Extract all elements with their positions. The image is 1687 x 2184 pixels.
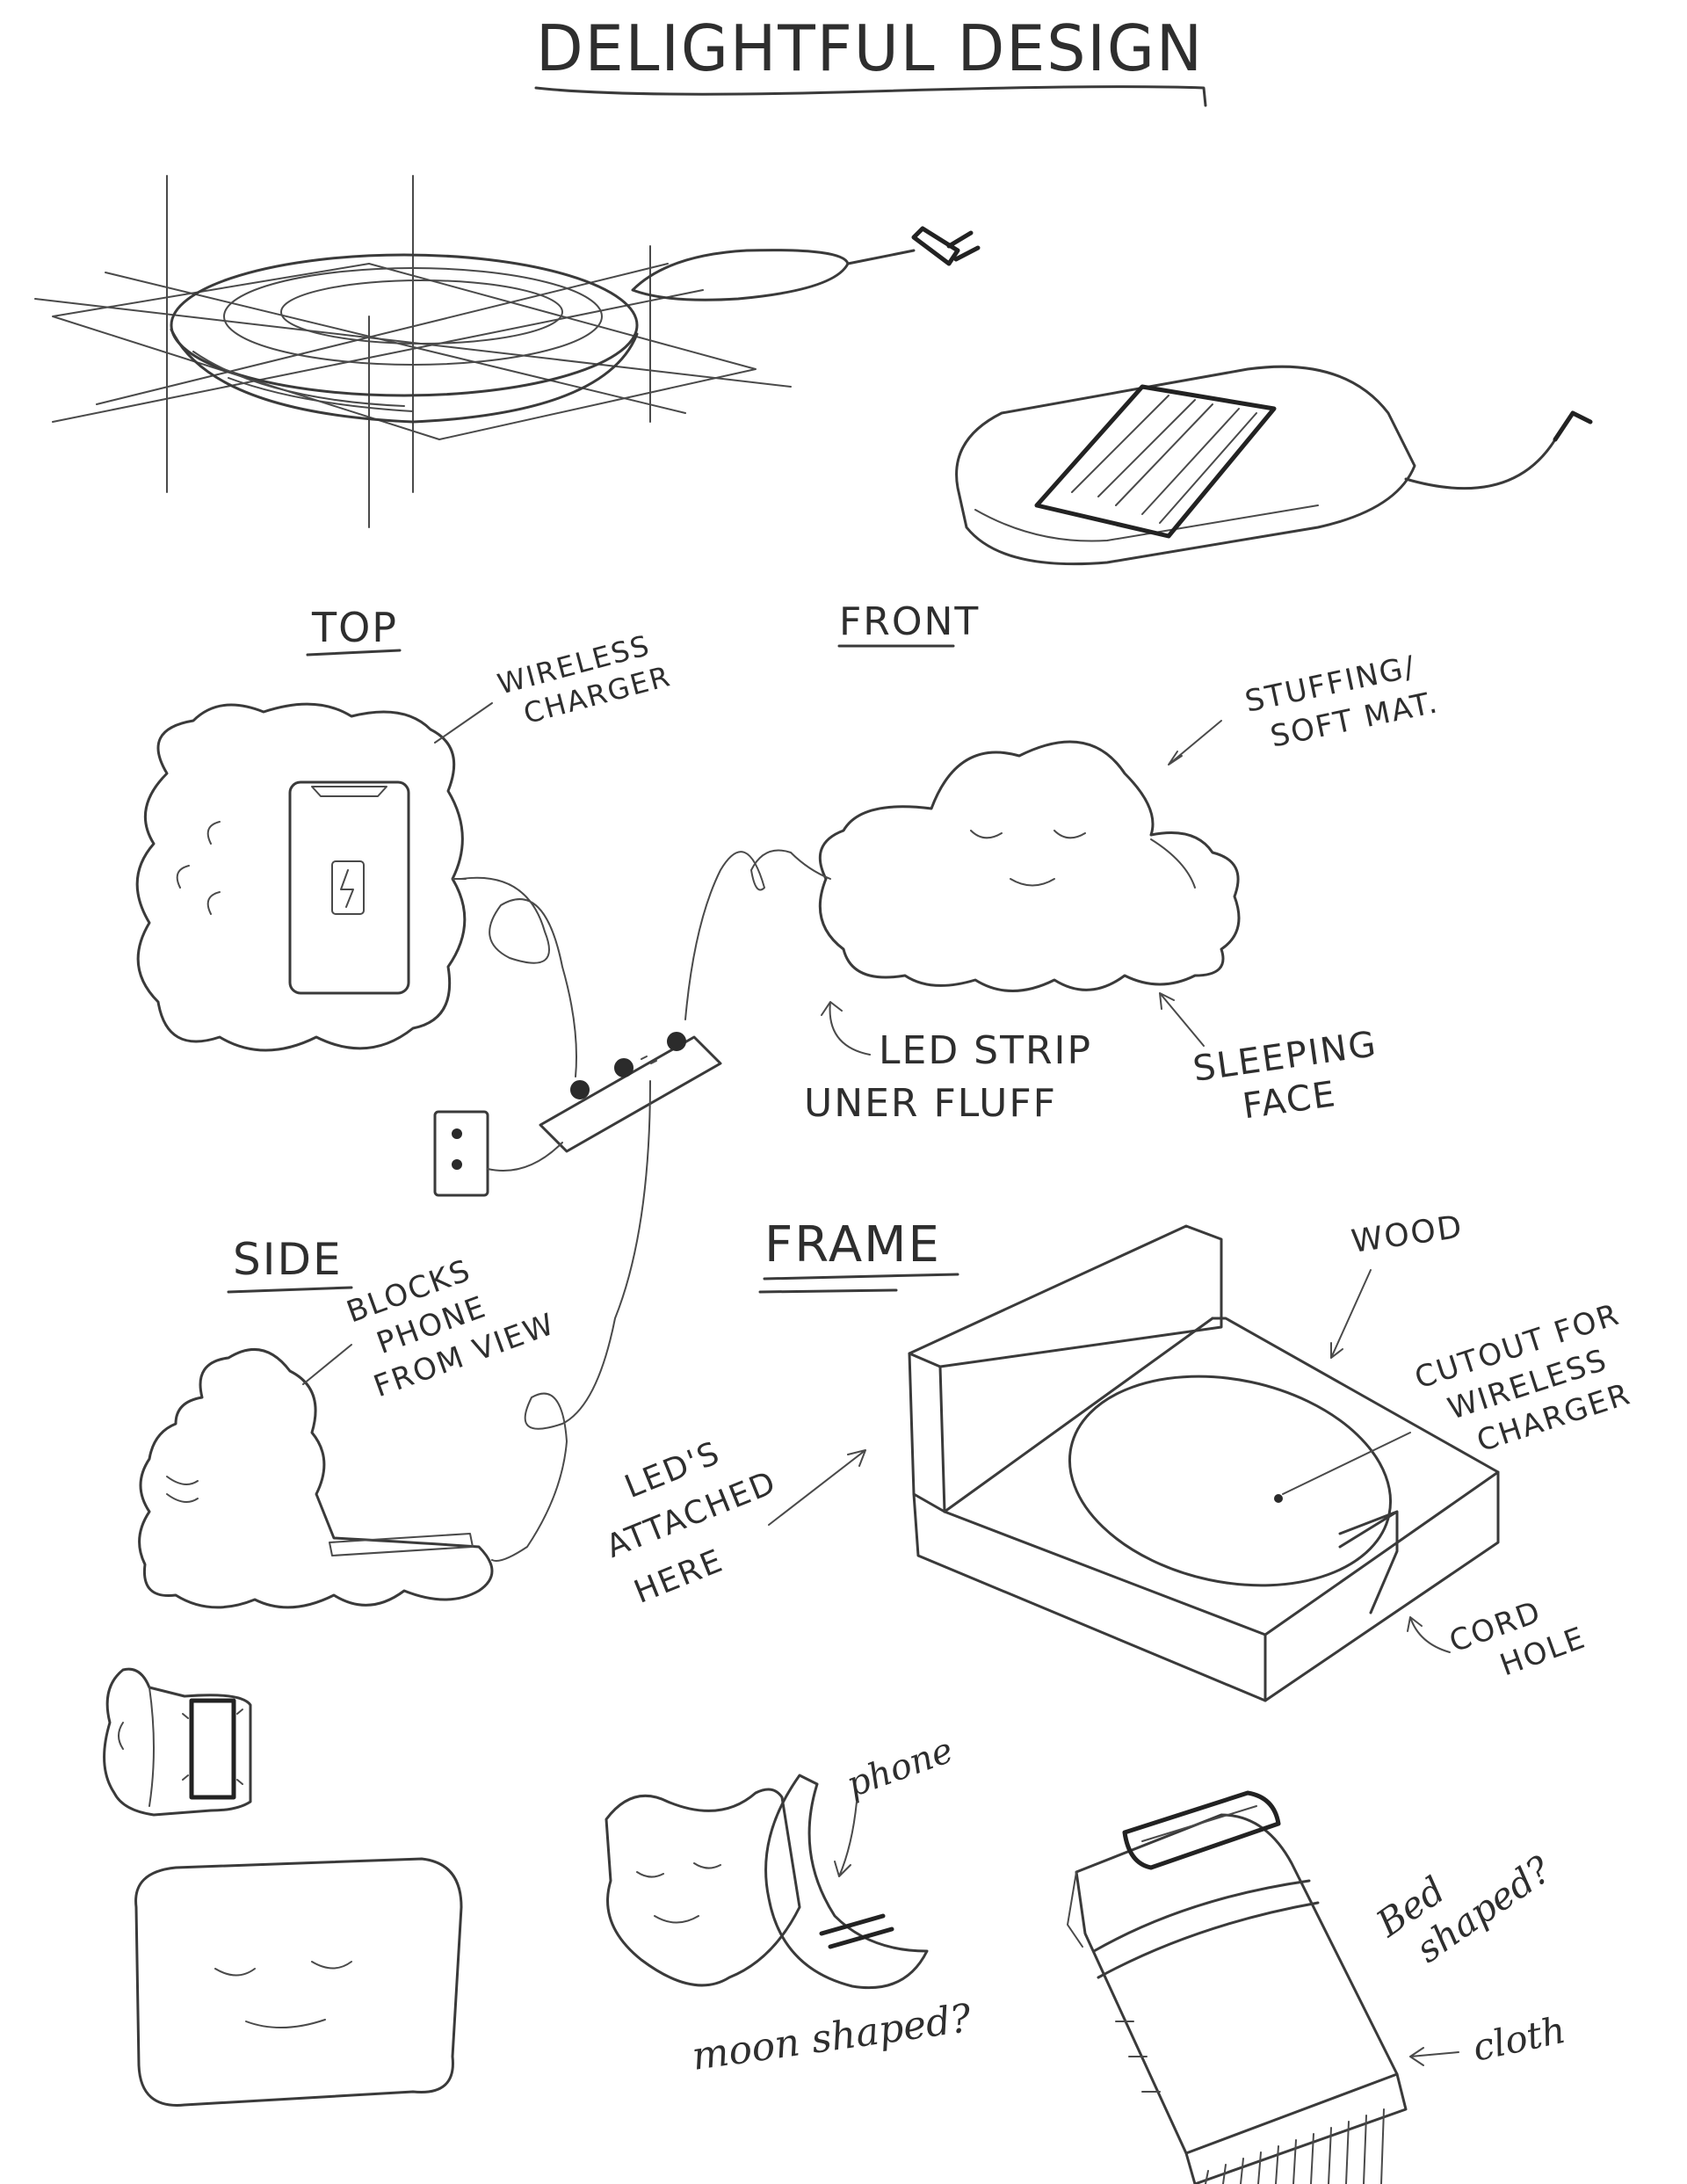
annotation-cord-hole: CORD HOLE [1444, 1583, 1590, 1697]
annotation-phone: phone [842, 1730, 959, 1805]
power-strip-wiring [433, 849, 831, 1562]
annotation-stuffing: STUFFING/ SOFT MAT. [1242, 646, 1442, 758]
annotation-leds-attached: LED'S ATTACHED HERE [583, 1415, 813, 1614]
front-view-cloud [818, 740, 1241, 992]
annotation-wireless-charger: WIRELESS CHARGER [494, 625, 674, 735]
bed-sketch [1067, 1790, 1408, 2184]
pillow-phone-sketch [955, 365, 1593, 566]
annotation-bed-shaped: Bed shaped? [1368, 1811, 1560, 1982]
label-front: FRONT [839, 599, 980, 644]
perspective-pad-sketch [34, 175, 981, 528]
annotation-sleeping-face: SLEEPING FACE [1191, 1022, 1399, 1133]
label-top: TOP [311, 604, 398, 651]
annotation-cloth: cloth [1469, 2008, 1569, 2070]
annotation-led-strip: LED STRIP UNER FLUFF [804, 1028, 1106, 1126]
page-title: DELIGHTFUL DESIGN [536, 11, 1204, 85]
moon-sketch [605, 1774, 929, 1990]
annotation-wood: WOOD [1350, 1208, 1466, 1259]
annotation-blocks-phone: BLOCKS PHONE FROM VIEW [342, 1232, 560, 1404]
side-view-cloud [138, 1347, 494, 1609]
top-view-cloud [135, 702, 467, 1052]
label-side: SIDE [233, 1234, 343, 1285]
face-pillow [134, 1857, 463, 2107]
label-frame: FRAME [764, 1216, 941, 1273]
annotation-moon-shaped: moon shaped? [689, 1996, 974, 2079]
small-pillow-phone [103, 1667, 252, 1817]
frame-isometric [908, 1224, 1500, 1702]
title-underline [534, 85, 1207, 107]
